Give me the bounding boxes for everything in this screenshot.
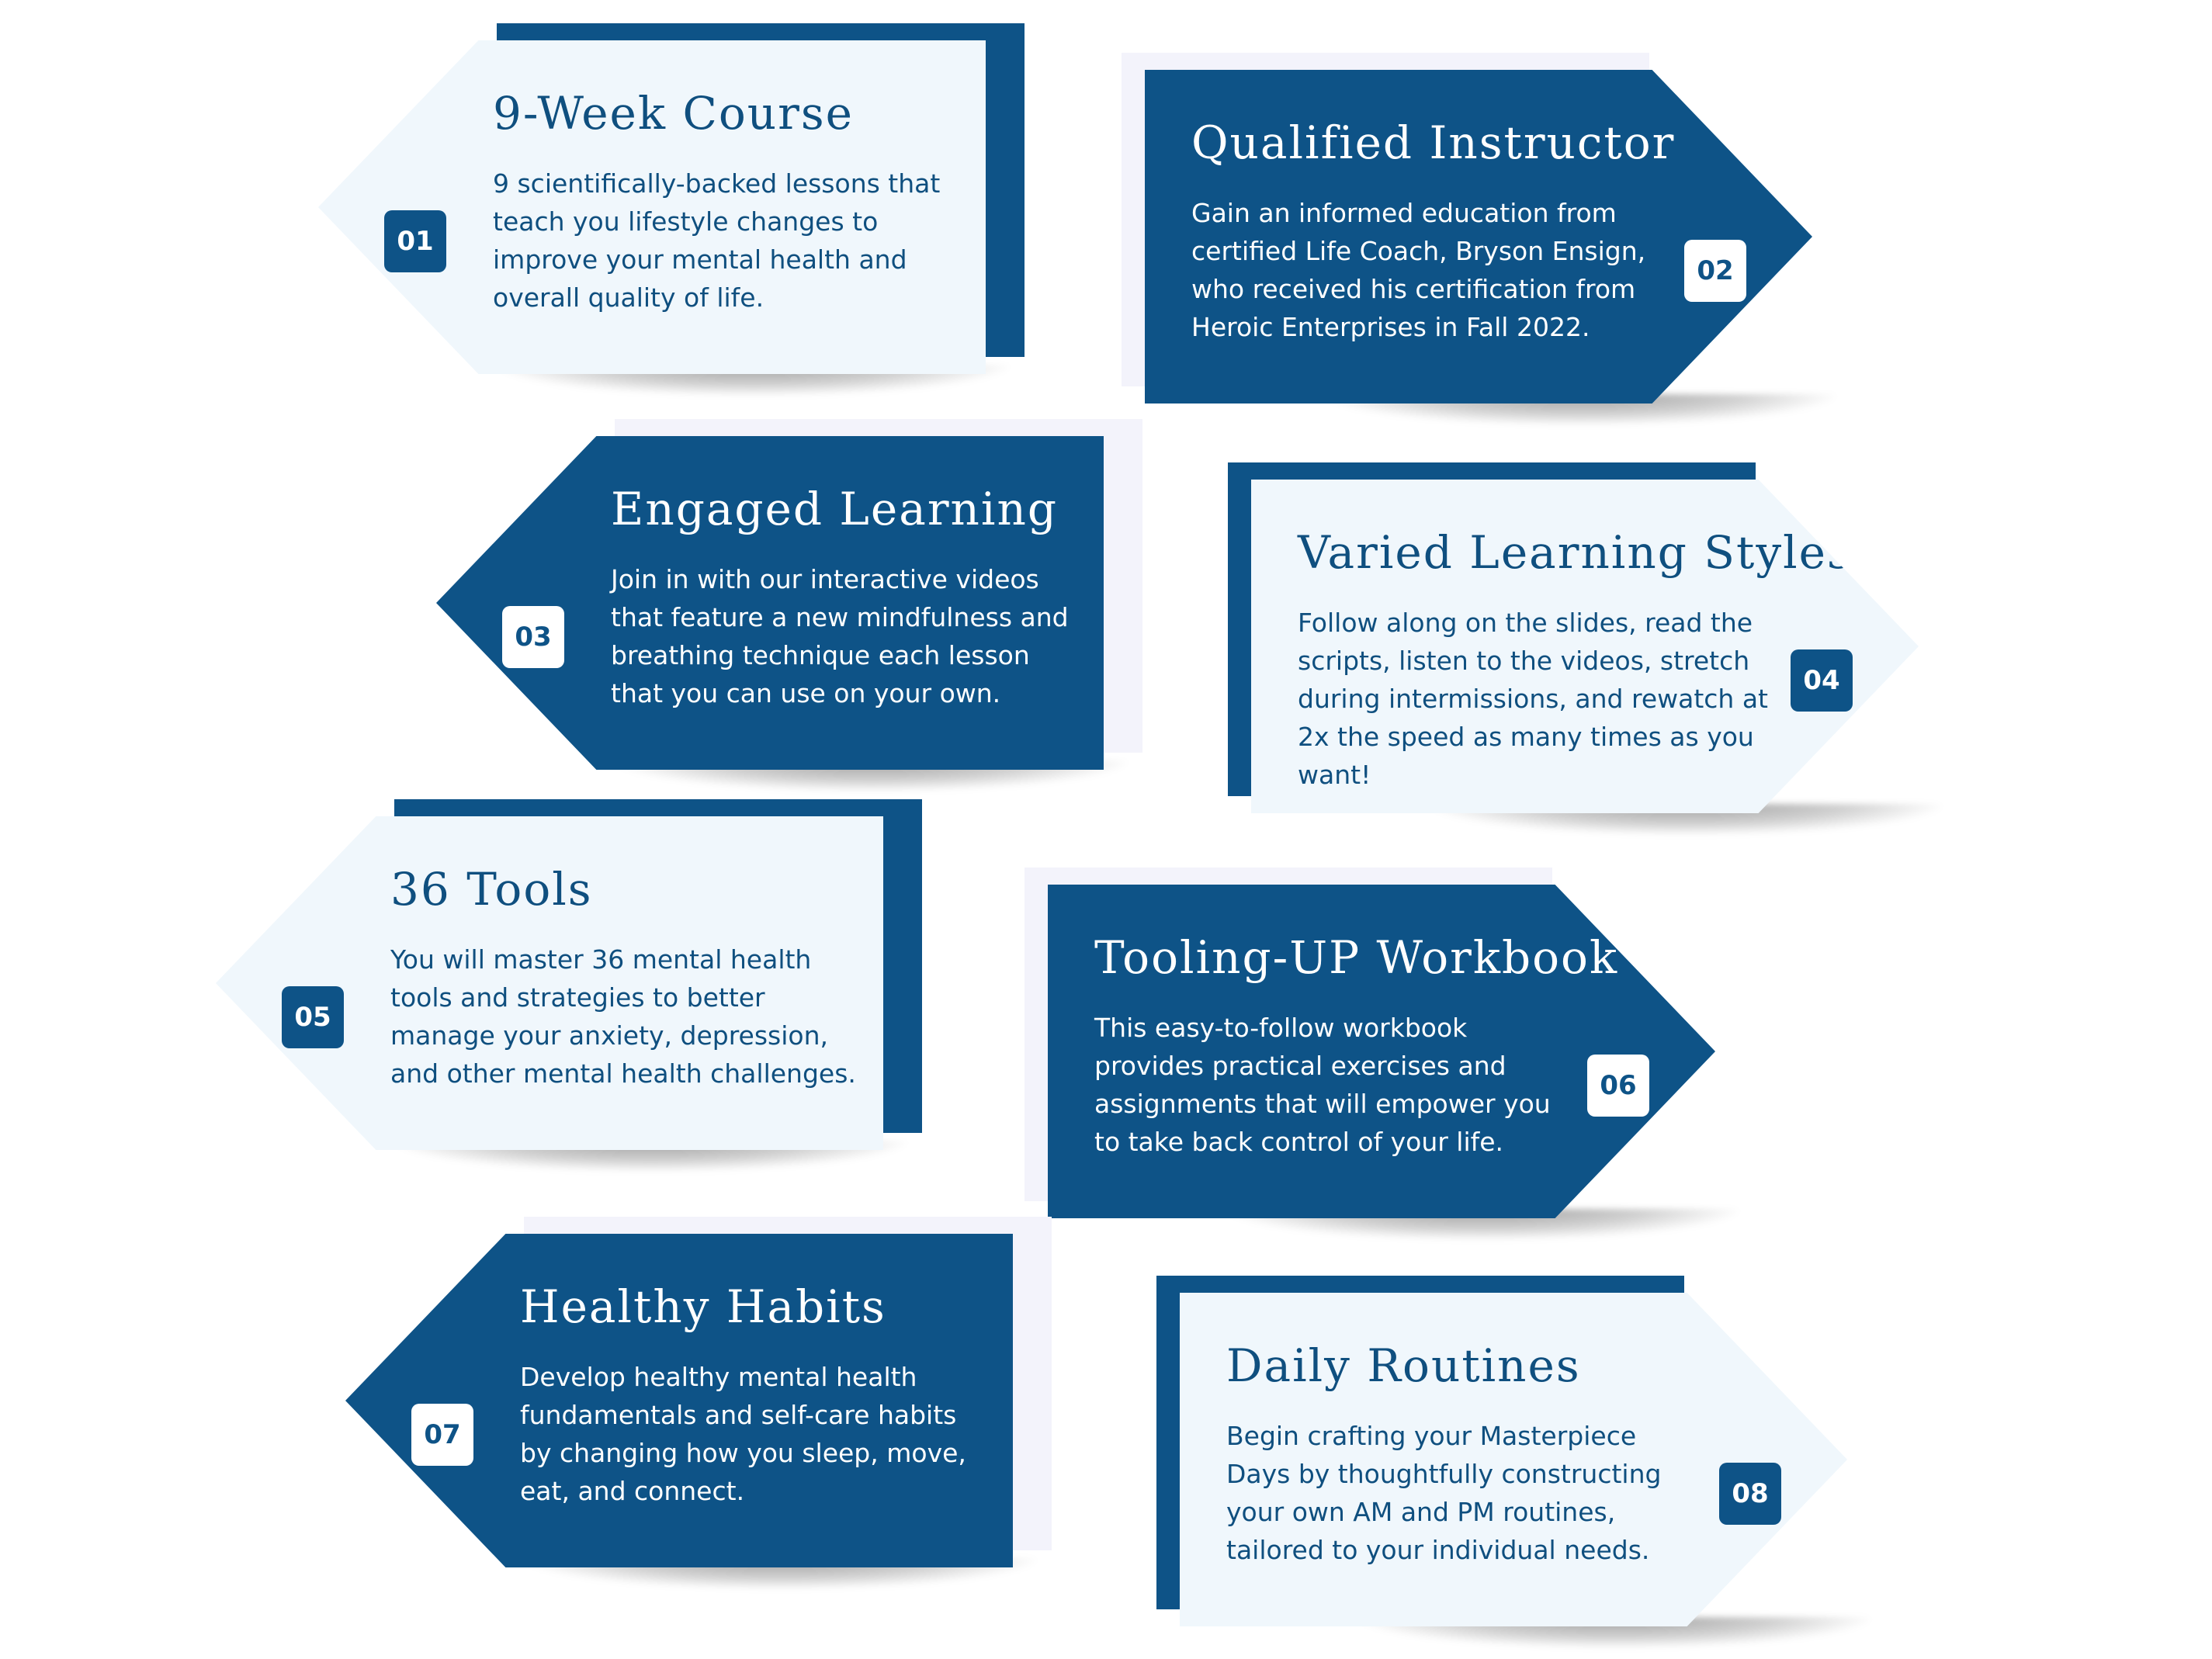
feature-number-badge: 05: [282, 986, 344, 1048]
card-arrow-panel: Engaged Learning Join in with our intera…: [436, 436, 1104, 770]
feature-description: Join in with our interactive videos that…: [611, 564, 1069, 708]
feature-card-06: Tooling-UP Workbook This easy-to-follow …: [1025, 868, 1832, 1240]
feature-title: Daily Routines: [1226, 1339, 1581, 1392]
card-arrow-panel: Daily Routines Begin crafting your Maste…: [1180, 1293, 1847, 1626]
feature-number-badge: 01: [384, 210, 446, 272]
feature-title: 9-Week Course: [493, 87, 854, 140]
card-arrow-panel: Qualified Instructor Gain an informed ed…: [1145, 70, 1812, 403]
feature-number-badge: 02: [1684, 240, 1746, 302]
feature-number-badge: 06: [1587, 1055, 1649, 1117]
feature-description: Develop healthy mental health fundamenta…: [520, 1362, 966, 1506]
feature-description: You will master 36 mental health tools a…: [390, 944, 856, 1089]
feature-card-08: Daily Routines Begin crafting your Maste…: [1156, 1276, 1964, 1648]
feature-card-07: Healthy Habits Develop healthy mental he…: [345, 1217, 1129, 1589]
feature-description: Begin crafting your Masterpiece Days by …: [1226, 1421, 1662, 1565]
feature-description: This easy-to-follow workbook provides pr…: [1094, 1013, 1551, 1157]
feature-description: Follow along on the slides, read the scr…: [1298, 608, 1768, 790]
feature-number-badge: 07: [411, 1404, 473, 1466]
feature-title: Qualified Instructor: [1191, 116, 1676, 169]
feature-title: Tooling-UP Workbook: [1094, 931, 1619, 984]
card-arrow-panel: Healthy Habits Develop healthy mental he…: [345, 1234, 1013, 1567]
feature-number-badge: 08: [1719, 1463, 1781, 1525]
feature-description: 9 scientifically-backed lessons that tea…: [493, 168, 941, 313]
feature-card-03: Engaged Learning Join in with our intera…: [436, 419, 1220, 791]
feature-number-badge: 03: [502, 606, 564, 668]
card-arrow-panel: 9-Week Course 9 scientifically-backed le…: [318, 40, 986, 374]
feature-number-badge: 04: [1791, 649, 1853, 712]
feature-card-05: 36 Tools You will master 36 mental healt…: [216, 799, 1000, 1172]
feature-title: 36 Tools: [390, 863, 593, 916]
feature-description: Gain an informed education from certifie…: [1191, 198, 1646, 342]
card-arrow-panel: Tooling-UP Workbook This easy-to-follow …: [1048, 885, 1715, 1218]
card-arrow-panel: 36 Tools You will master 36 mental healt…: [216, 816, 883, 1150]
feature-card-01: 9-Week Course 9 scientifically-backed le…: [318, 23, 1102, 396]
feature-card-02: Qualified Instructor Gain an informed ed…: [1122, 53, 1929, 425]
feature-card-04: Varied Learning Styles Follow along on t…: [1228, 462, 2035, 835]
feature-title: Healthy Habits: [520, 1280, 886, 1333]
feature-title: Varied Learning Styles: [1298, 526, 1852, 579]
card-arrow-panel: Varied Learning Styles Follow along on t…: [1251, 480, 1919, 813]
feature-title: Engaged Learning: [611, 483, 1058, 535]
